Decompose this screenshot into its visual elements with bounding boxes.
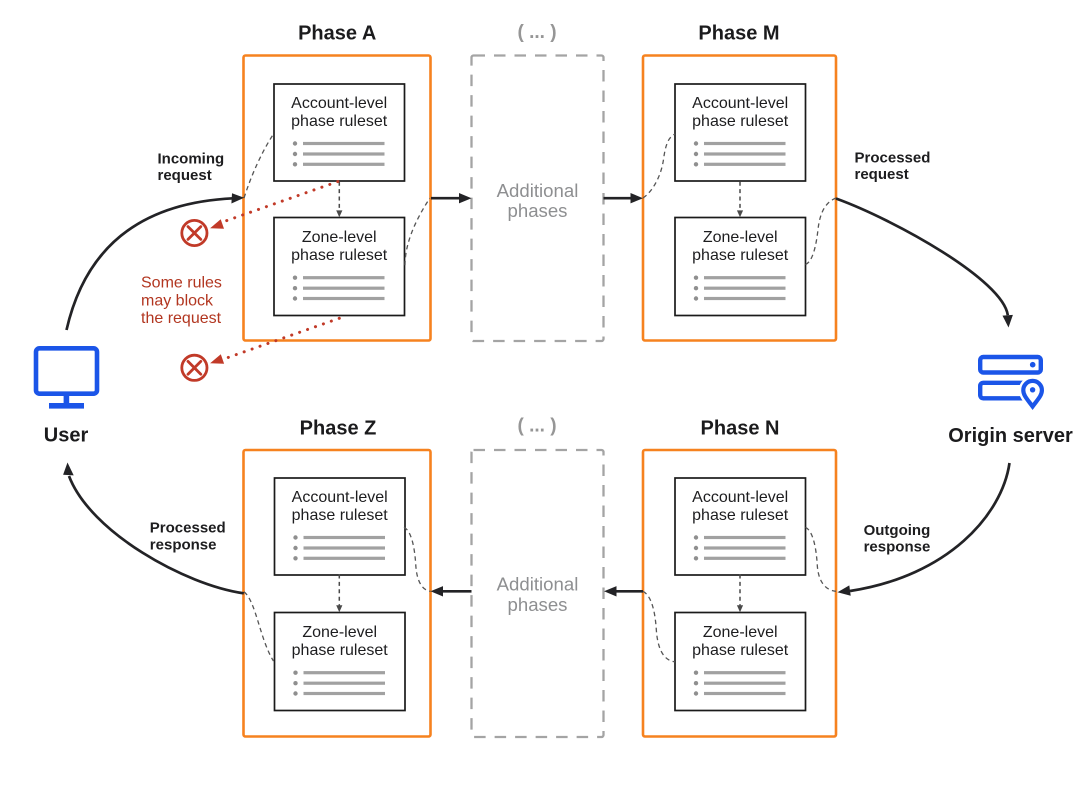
svg-text:Additional: Additional xyxy=(497,574,579,595)
svg-text:Phase M: Phase M xyxy=(698,22,779,44)
svg-text:request: request xyxy=(158,167,212,184)
svg-text:request: request xyxy=(855,166,909,183)
svg-text:Origin server: Origin server xyxy=(948,425,1073,447)
svg-text:Some rules: Some rules xyxy=(141,275,222,292)
svg-text:Phase Z: Phase Z xyxy=(300,418,377,440)
svg-text:Outgoing: Outgoing xyxy=(864,522,931,539)
svg-text:Processed: Processed xyxy=(150,520,226,537)
svg-text:Phase A: Phase A xyxy=(298,22,376,44)
svg-text:response: response xyxy=(864,539,931,556)
svg-text:phases: phases xyxy=(508,594,568,615)
svg-text:the request: the request xyxy=(141,310,222,327)
svg-text:phases: phases xyxy=(508,200,568,221)
svg-text:may block: may block xyxy=(141,293,214,310)
svg-text:Incoming: Incoming xyxy=(158,151,225,168)
svg-text:response: response xyxy=(150,536,217,553)
svg-text:User: User xyxy=(44,425,89,447)
svg-text:Additional: Additional xyxy=(497,180,579,201)
svg-text:( ... ): ( ... ) xyxy=(517,416,556,437)
svg-text:Processed: Processed xyxy=(855,150,931,167)
svg-text:( ... ): ( ... ) xyxy=(517,22,556,43)
svg-text:Phase N: Phase N xyxy=(701,418,780,440)
